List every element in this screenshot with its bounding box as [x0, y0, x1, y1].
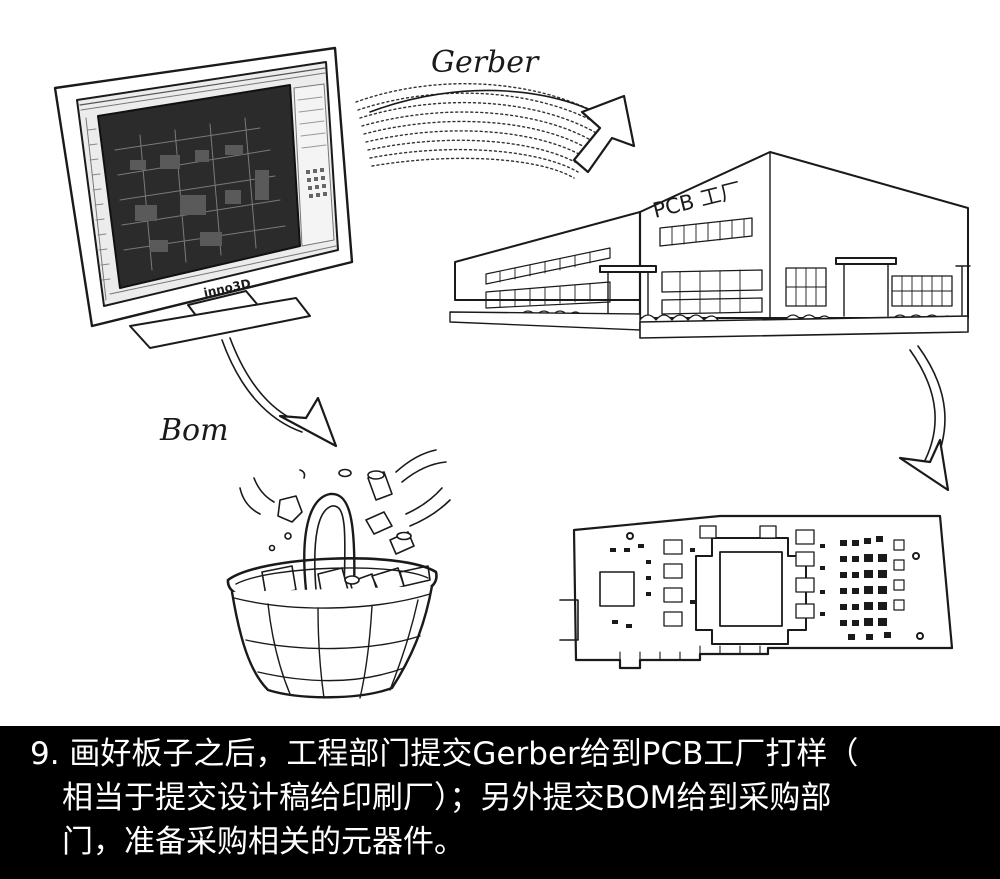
illustration-panel: inno3D Gerber PCB 工厂 [0, 0, 1000, 726]
bom-label: Bom [159, 413, 229, 448]
caption-line-3: 门，准备采购相关的元器件。 [62, 824, 465, 860]
factory-to-pcb-arrow [898, 345, 950, 492]
caption-line-1: 9. 画好板子之后，工程部门提交Gerber给到PCB工厂打样（ [30, 736, 859, 772]
caption-line-2: 相当于提交设计稿给印刷厂）；另外提交BOM给到采购部 [62, 780, 832, 816]
flying-components [239, 449, 451, 555]
factory-building-icon: PCB 工厂 [449, 151, 971, 339]
gerber-label: Gerber [431, 45, 540, 80]
pcb-board-icon [559, 514, 954, 670]
gerber-data-stream: Gerber [355, 45, 636, 179]
monitor-icon: inno3D [53, 46, 354, 349]
monitor-to-basket-arrow: Bom [159, 337, 338, 448]
caption-panel: 9. 画好板子之后，工程部门提交Gerber给到PCB工厂打样（ 相当于提交设计… [0, 726, 1000, 879]
shopping-basket-icon [226, 492, 438, 699]
